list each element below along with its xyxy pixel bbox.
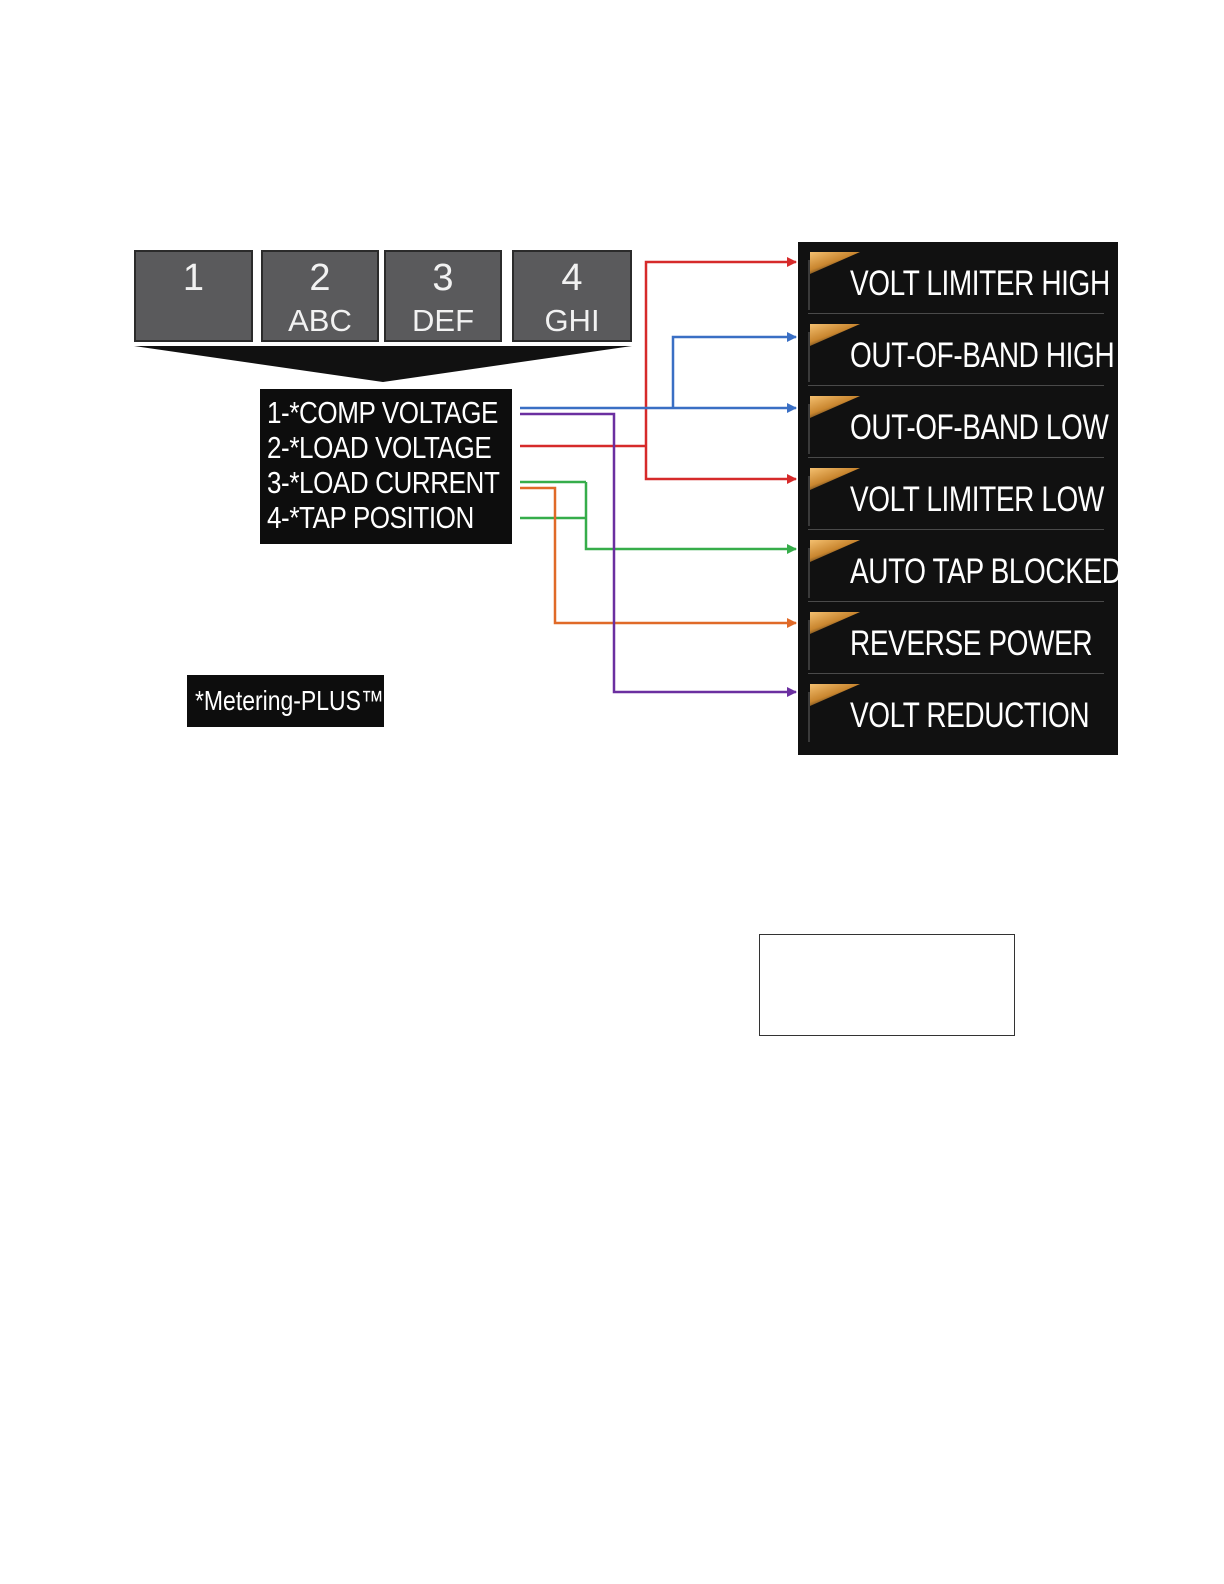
- wire-to-volt-limiter-high: [646, 262, 796, 446]
- wire-to-auto-tap-blocked: [586, 482, 796, 549]
- wire-to-out-of-band-high: [673, 337, 796, 408]
- wire-to-reverse-power: [520, 488, 796, 623]
- wire-to-volt-limiter-low: [646, 446, 796, 479]
- blank-box: [759, 934, 1015, 1036]
- wire-to-volt-reduction: [520, 414, 796, 692]
